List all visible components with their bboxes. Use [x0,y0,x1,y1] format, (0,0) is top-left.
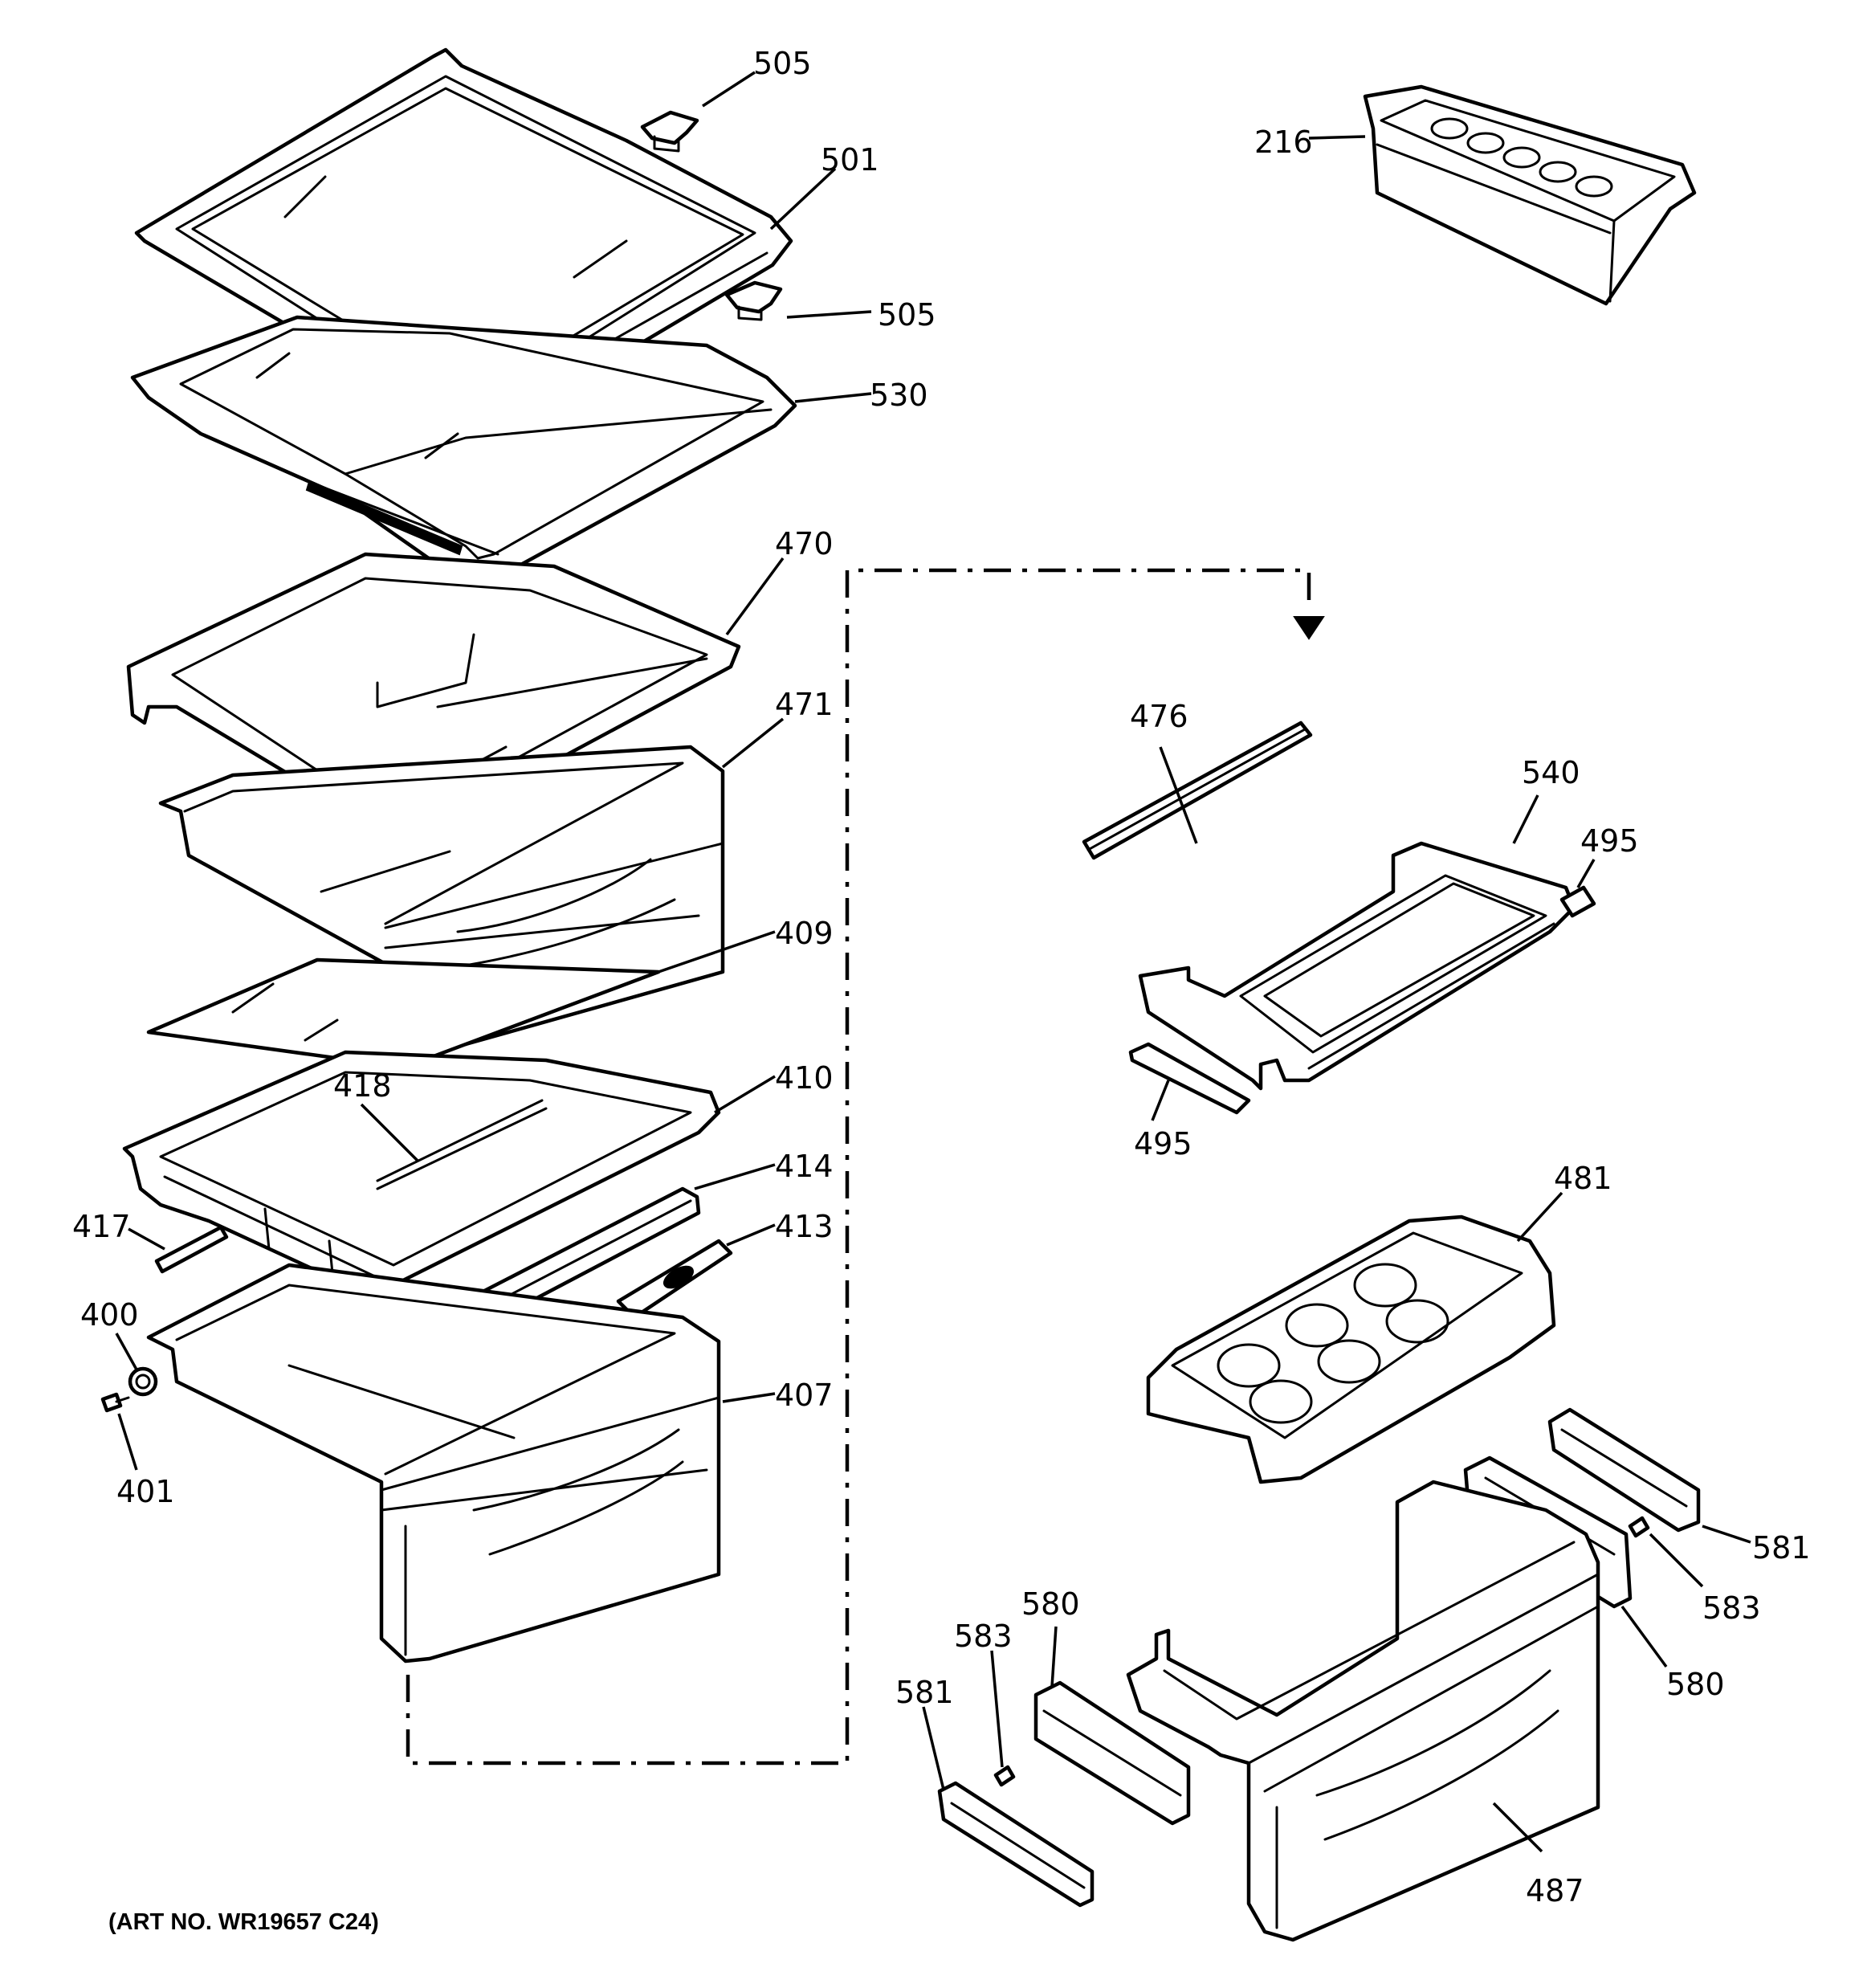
callout-414: 414 [775,1149,834,1184]
callout-505-top: 505 [753,46,812,81]
callout-410: 410 [775,1060,834,1096]
part-581-rail-right [1547,1407,1701,1533]
guide-arrow [1293,616,1325,640]
part-418-divider [376,1099,548,1190]
part-401-screw [100,1392,130,1413]
callout-400: 400 [80,1297,139,1333]
part-413-knob [616,1239,733,1320]
part-476-bar [1082,720,1313,860]
callout-581-left: 581 [895,1675,954,1710]
callout-471: 471 [775,687,834,722]
callout-505-middle: 505 [878,297,936,333]
part-530-shelf-frame [130,315,797,593]
callout-476: 476 [1130,699,1188,734]
callout-407: 407 [775,1378,834,1413]
callout-580-right: 580 [1666,1667,1725,1702]
callout-583-left: 583 [954,1619,1013,1654]
callout-409: 409 [775,916,834,951]
part-400-wheel [128,1366,158,1397]
callout-418: 418 [333,1068,392,1104]
callout-495-bottom: 495 [1134,1126,1192,1161]
part-583-screw-left [993,1765,1016,1787]
callout-501: 501 [821,142,879,178]
callout-583-right: 583 [1702,1590,1761,1626]
part-410-crisper-frame [122,1050,721,1320]
part-581-rail-left [937,1781,1095,1908]
part-409-glass-sheet [146,957,661,1071]
callout-540: 540 [1522,755,1580,790]
callout-580-left: 580 [1021,1586,1080,1622]
callout-401: 401 [116,1474,175,1509]
part-487-lower-drawer [1126,1480,1600,1942]
callout-487: 487 [1526,1873,1584,1908]
callout-495-right: 495 [1580,823,1639,859]
callout-470: 470 [775,526,834,561]
callout-413: 413 [775,1209,834,1244]
part-580-slide-left [1033,1680,1191,1826]
part-505-clip-top [640,110,699,153]
callout-417: 417 [72,1209,131,1244]
part-417-rod [154,1225,229,1274]
callout-481: 481 [1554,1161,1612,1196]
part-495-rail-bottom [1128,1042,1251,1115]
callout-581-right: 581 [1752,1530,1811,1565]
callout-216: 216 [1254,125,1313,160]
part-495-rail-right [1559,885,1596,918]
leader-lines [115,71,1751,1853]
assembly-guide-line [406,568,1311,1766]
part-481-egg-tray [1146,1214,1556,1484]
part-407-lower-drawer [146,1263,721,1663]
part-583-screw-right [1628,1516,1650,1538]
part-216-door-bin [1363,84,1697,306]
callout-labels: 505 501 505 530 216 470 471 409 418 410 … [72,46,1811,1908]
callout-530: 530 [870,378,928,413]
art-number: (ART NO. WR19657 C24) [108,1909,379,1935]
part-540-drawer-frame [1138,841,1576,1091]
part-505-clip-middle [724,280,783,321]
